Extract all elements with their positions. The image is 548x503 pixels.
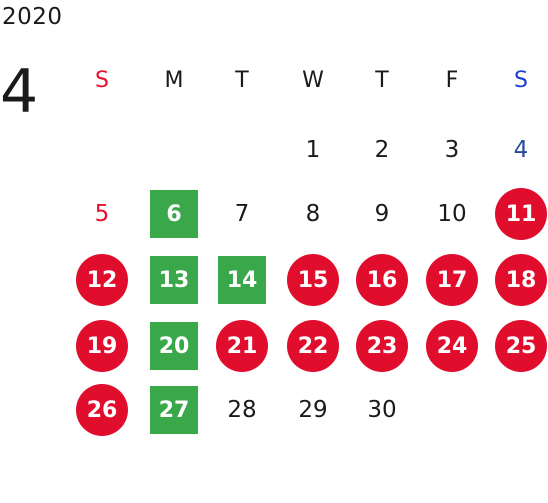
weekday-friday: F <box>445 67 459 93</box>
weekday-tuesday: T <box>235 67 249 93</box>
day-cell-9[interactable]: 9 <box>374 201 390 227</box>
day-cell-26[interactable]: 26 <box>76 384 128 436</box>
day-cell-3[interactable]: 3 <box>444 137 460 163</box>
day-cell-12[interactable]: 12 <box>76 254 128 306</box>
day-cell-14[interactable]: 14 <box>218 256 266 304</box>
year-label: 2020 <box>2 4 63 30</box>
day-cell-1[interactable]: 1 <box>305 137 321 163</box>
day-cell-5[interactable]: 5 <box>94 201 110 227</box>
day-cell-24[interactable]: 24 <box>426 320 478 372</box>
day-cell-10[interactable]: 10 <box>437 201 467 227</box>
day-cell-19[interactable]: 19 <box>76 320 128 372</box>
day-cell-23[interactable]: 23 <box>356 320 408 372</box>
day-cell-2[interactable]: 2 <box>374 137 390 163</box>
weekday-sunday: S <box>95 67 109 93</box>
weekday-thursday: T <box>375 67 389 93</box>
weekday-monday: M <box>164 67 184 93</box>
weekday-saturday: S <box>514 67 528 93</box>
day-cell-4[interactable]: 4 <box>513 137 529 163</box>
day-cell-13[interactable]: 13 <box>150 256 198 304</box>
month-number: 4 <box>0 57 39 127</box>
day-cell-7[interactable]: 7 <box>234 201 250 227</box>
day-cell-28[interactable]: 28 <box>227 397 257 423</box>
day-cell-29[interactable]: 29 <box>298 397 328 423</box>
day-cell-8[interactable]: 8 <box>305 201 321 227</box>
day-cell-25[interactable]: 25 <box>495 320 547 372</box>
day-cell-11[interactable]: 11 <box>495 188 547 240</box>
day-cell-6[interactable]: 6 <box>150 190 198 238</box>
day-cell-18[interactable]: 18 <box>495 254 547 306</box>
day-cell-20[interactable]: 20 <box>150 322 198 370</box>
day-cell-27[interactable]: 27 <box>150 386 198 434</box>
day-cell-16[interactable]: 16 <box>356 254 408 306</box>
day-cell-15[interactable]: 15 <box>287 254 339 306</box>
day-cell-30[interactable]: 30 <box>367 397 397 423</box>
day-cell-17[interactable]: 17 <box>426 254 478 306</box>
day-cell-22[interactable]: 22 <box>287 320 339 372</box>
weekday-wednesday: W <box>302 67 324 93</box>
day-cell-21[interactable]: 21 <box>216 320 268 372</box>
